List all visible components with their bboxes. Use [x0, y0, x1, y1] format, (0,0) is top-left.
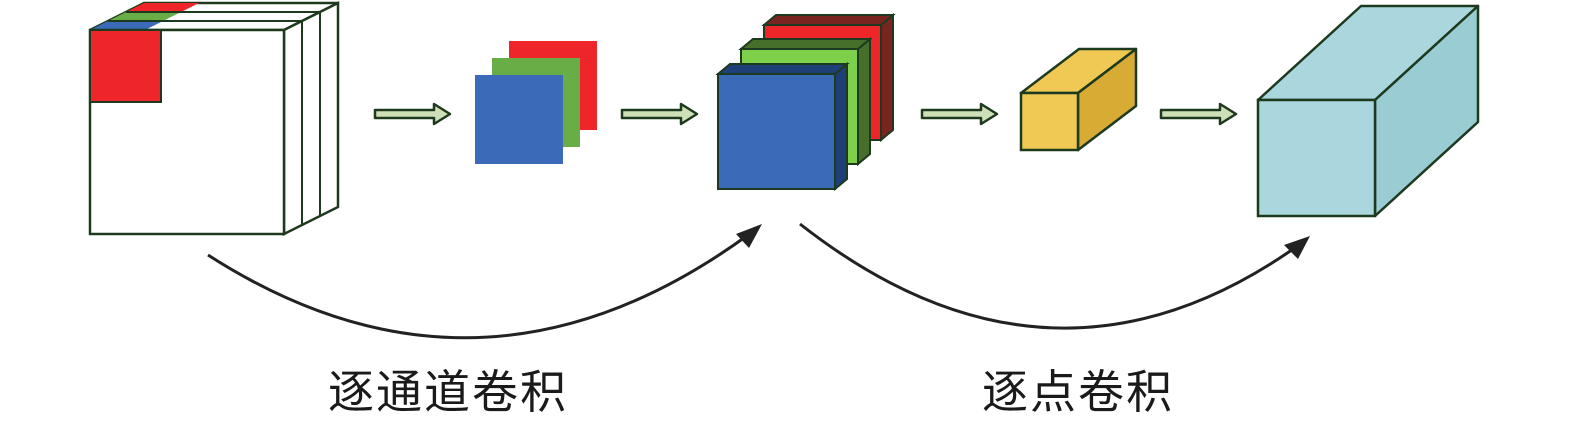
output-feature-volume	[1256, 4, 1480, 218]
depthwise-convolution-label: 逐通道卷积	[328, 365, 568, 419]
output-volume-front	[1256, 98, 1377, 218]
input-top-green-strip	[108, 12, 181, 21]
map-dark-blue-side	[834, 61, 848, 192]
pointwise-kernel-front	[1019, 91, 1080, 152]
input-feature-volume	[88, 0, 340, 237]
map-dark-green-side	[857, 36, 871, 167]
input-volume-side-face	[282, 0, 340, 237]
arrow-4	[1159, 102, 1238, 126]
arrow-3-shape	[920, 102, 999, 126]
arrow-2-shape	[620, 102, 699, 126]
depthwise-kernels	[475, 41, 597, 164]
depthwise-curve-arrowhead	[736, 224, 762, 248]
arrow-4-shape	[1159, 102, 1238, 126]
input-top-blue-strip	[90, 21, 163, 30]
map-dark-green-top	[738, 38, 873, 50]
depthwise-curve	[207, 233, 749, 340]
depthwise-curve-arrow	[207, 224, 762, 340]
depthwise-output-maps	[715, 12, 896, 192]
map-dark-red-top	[761, 14, 896, 26]
pointwise-convolution-label: 逐点卷积	[982, 365, 1174, 419]
arrow-2	[620, 102, 699, 126]
input-red-kernel-window	[89, 29, 162, 103]
pointwise-curve-arrowhead	[1284, 236, 1310, 259]
kernel-blue	[475, 75, 563, 164]
map-dark-blue-top	[715, 63, 850, 75]
arrow-3	[920, 102, 999, 126]
arrow-1-shape	[373, 102, 452, 126]
pointwise-curve	[799, 222, 1297, 330]
map-blue-front	[717, 73, 836, 190]
pointwise-kernel	[1019, 47, 1138, 152]
arrow-1	[373, 102, 452, 126]
pointwise-curve-arrow	[799, 222, 1310, 330]
input-top-red-strip	[126, 3, 199, 12]
map-dark-red-side	[880, 12, 894, 143]
